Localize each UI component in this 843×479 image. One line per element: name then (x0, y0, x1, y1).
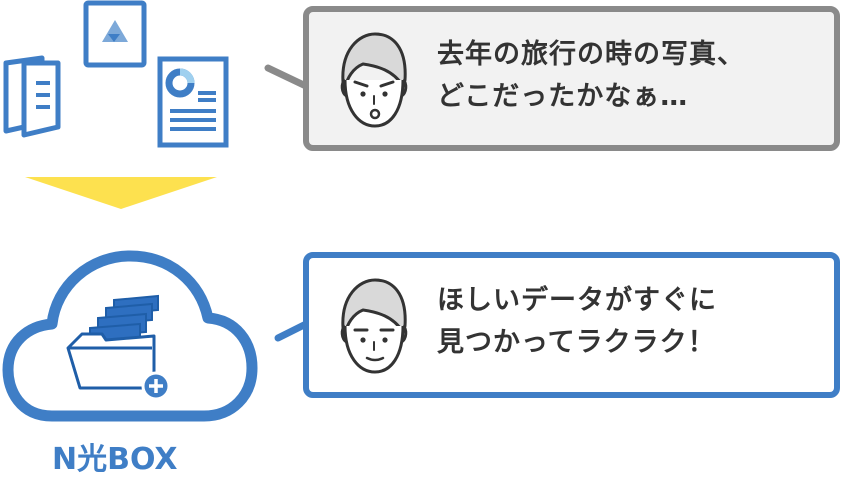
happy-speech-text: ほしいデータがすぐに 見つかってラクラク！ (437, 280, 717, 364)
image-file-icon (83, 0, 147, 68)
worried-speech-bubble: 去年の旅行の時の写真、 どこだったかなぁ… (303, 6, 840, 151)
add-icon (141, 371, 171, 401)
down-arrow-icon (25, 177, 217, 209)
worried-speech-line-1: 去年の旅行の時の写真、 (437, 39, 745, 70)
stacked-folders-icon (66, 294, 159, 390)
happy-speech-line-2: 見つかってラクラク！ (437, 327, 716, 358)
worried-speech-line-2: どこだったかなぁ… (437, 81, 689, 112)
worried-person-icon (340, 32, 408, 128)
happy-speech-bubble: ほしいデータがすぐに 見つかってラクラク！ (303, 252, 840, 398)
happy-person-icon (340, 278, 408, 374)
folder-icon (3, 55, 61, 138)
service-label: N光BOX (52, 442, 178, 477)
worried-speech-text: 去年の旅行の時の写真、 どこだったかなぁ… (437, 34, 745, 118)
happy-speech-line-1: ほしいデータがすぐに (437, 285, 717, 316)
chart-document-icon (157, 56, 229, 148)
